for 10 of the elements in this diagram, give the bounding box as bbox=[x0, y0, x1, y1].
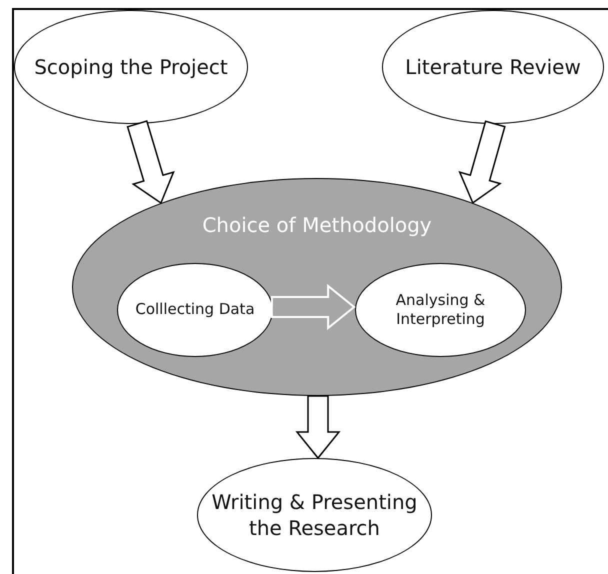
group-title: Choice of Methodology bbox=[201, 213, 433, 237]
node-label: Colllecting Data bbox=[134, 300, 256, 320]
block-arrow bbox=[458, 120, 506, 204]
block-arrow bbox=[295, 395, 341, 460]
node-label: Scoping the Project bbox=[33, 54, 229, 80]
node-label: Writing & Presenting the Research bbox=[210, 489, 418, 541]
block-arrow bbox=[126, 120, 175, 204]
block-arrow bbox=[270, 284, 356, 330]
node-label: Literature Review bbox=[404, 54, 582, 80]
node-label: Analysing & Interpreting bbox=[394, 290, 486, 330]
